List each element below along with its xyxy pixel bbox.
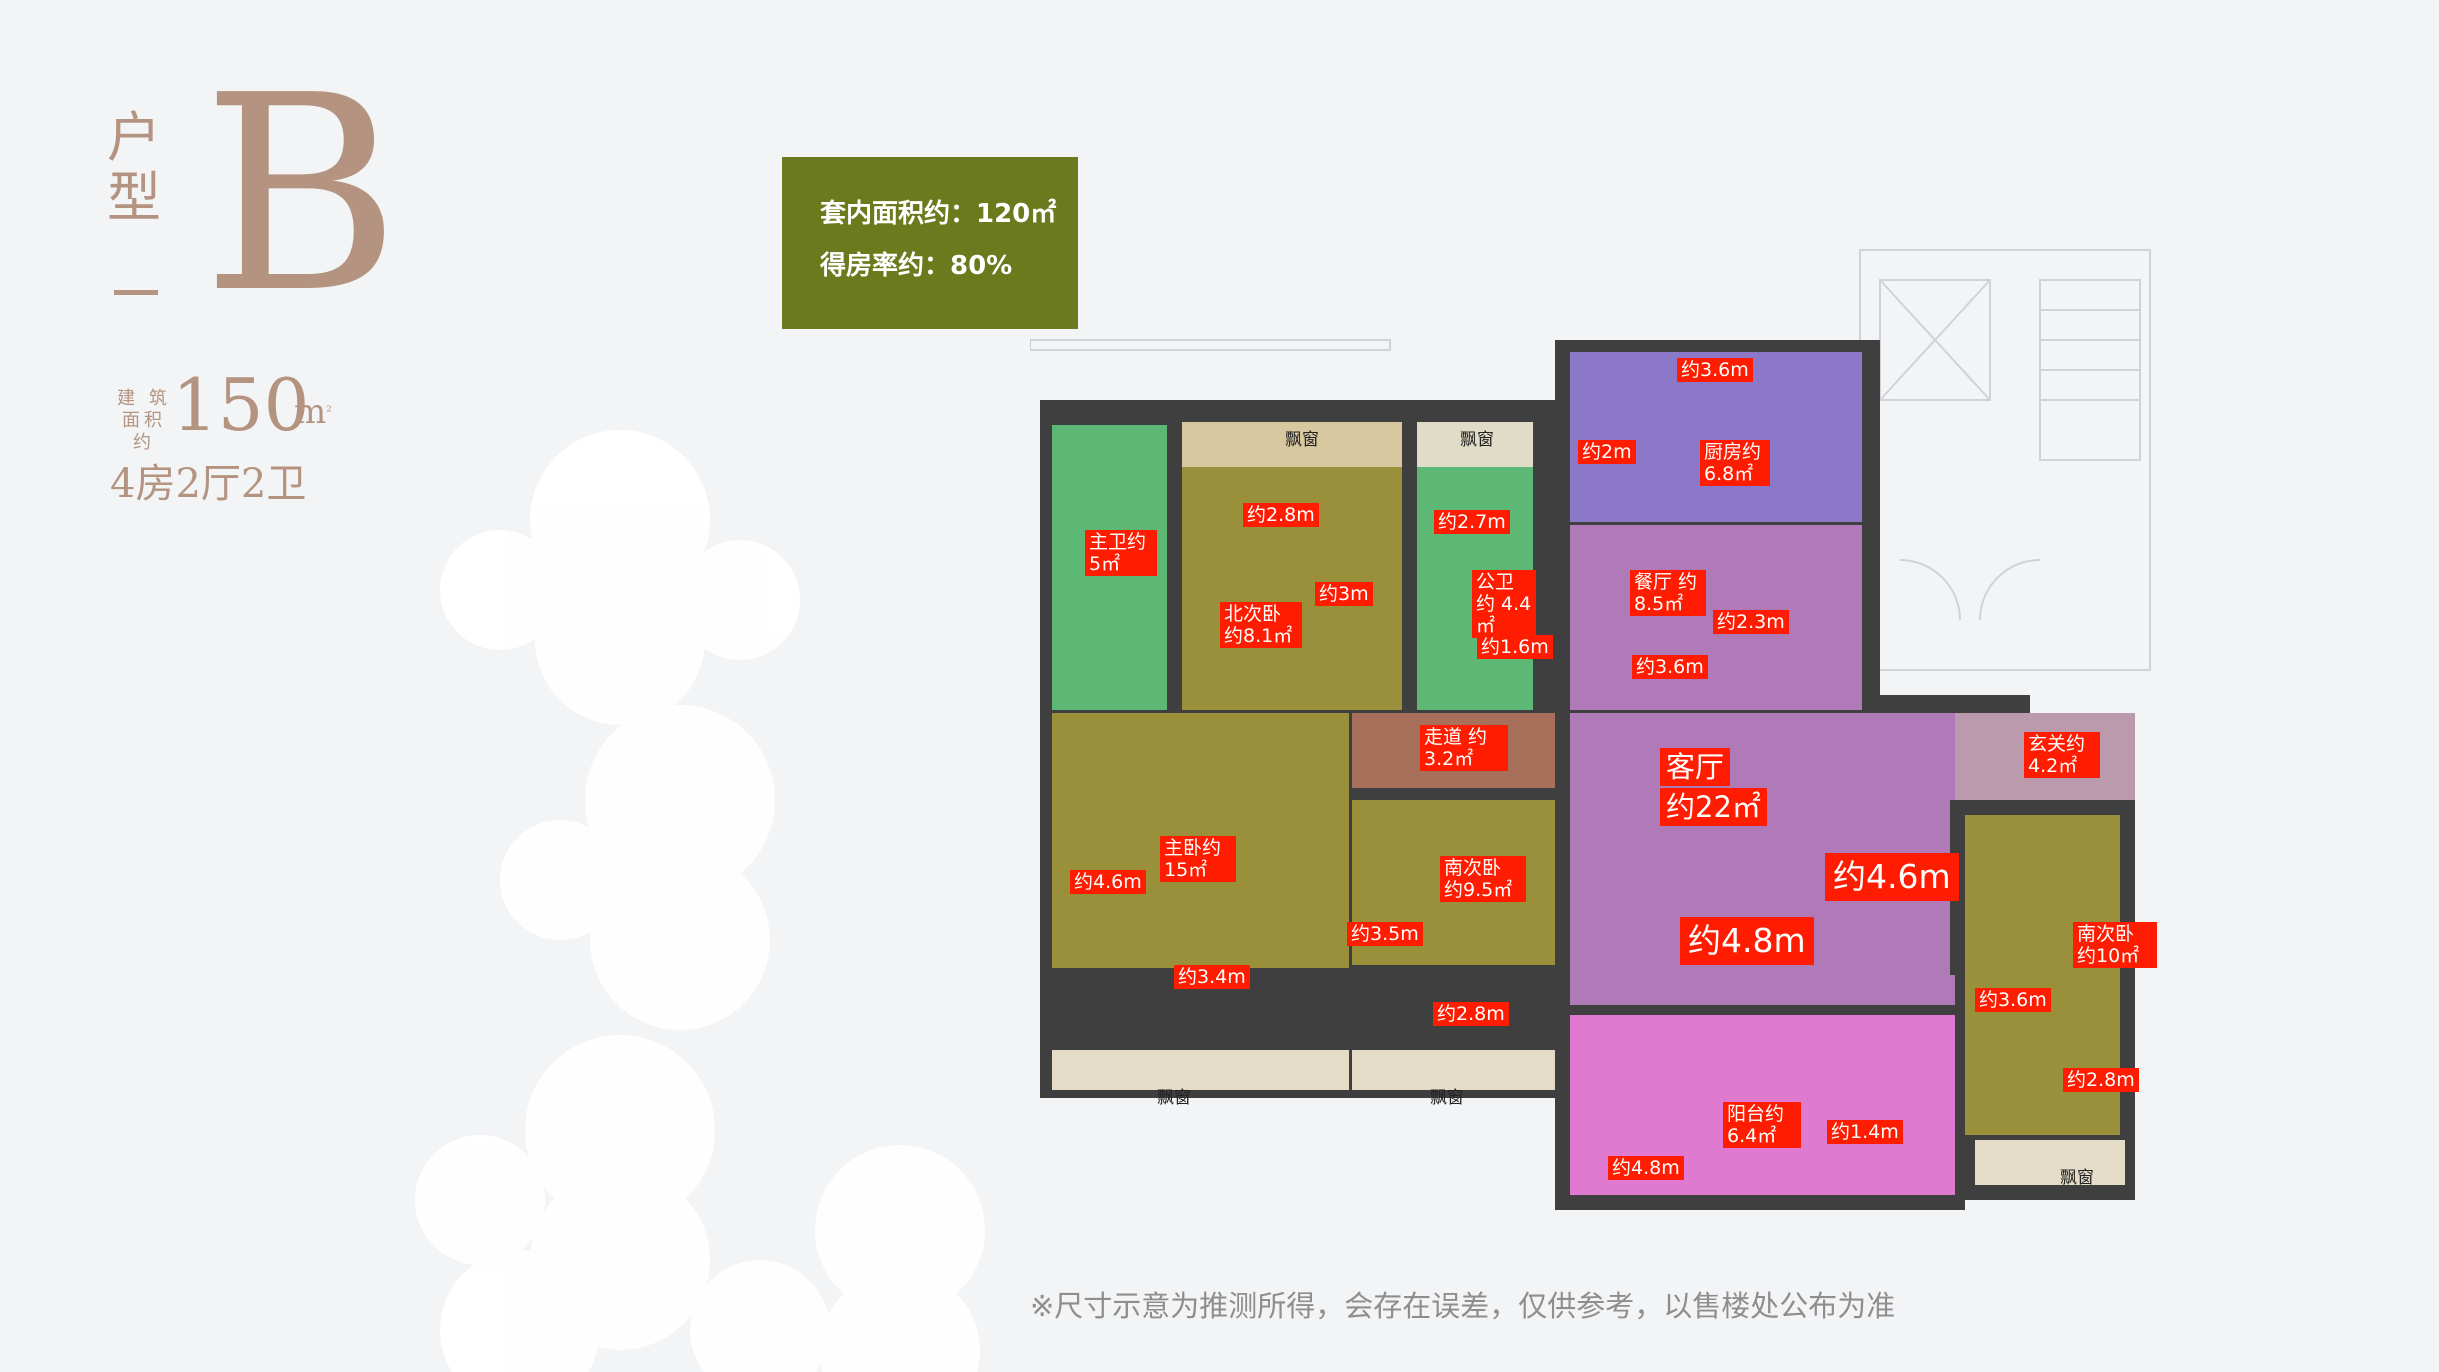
dim-master-height: 约4.6m — [1070, 870, 1146, 894]
label-master-bay: 飘窗 — [1157, 1088, 1191, 1108]
label-living-area: 约22㎡ — [1660, 788, 1767, 826]
floor-plan: 约3.6m 约2m 厨房约 6.8㎡ 餐厅 约8.5㎡ 约2.3m 约3.6m … — [1030, 240, 2330, 1230]
dim-kitchen-width: 约3.6m — [1677, 358, 1753, 382]
label-south2-bay: 飘窗 — [2060, 1168, 2094, 1188]
type-letter: B — [202, 37, 401, 352]
bay-window-2 — [1975, 1140, 2125, 1185]
label-south-bedroom-2: 南次卧 约10㎡ — [2073, 922, 2157, 968]
type-divider — [114, 290, 158, 295]
type-label: 户型 — [107, 106, 161, 229]
dim-balcony-height: 约1.4m — [1827, 1120, 1903, 1144]
efficiency-rate: 得房率约：80% — [820, 251, 1013, 281]
dim-south1-height: 约3.5m — [1347, 922, 1423, 946]
label-foyer: 玄关约 4.2㎡ — [2024, 732, 2100, 778]
dim-north-width: 约2.8m — [1243, 503, 1319, 527]
area-label: 建 筑 面积约 — [117, 388, 171, 453]
area-value: 150 — [172, 363, 310, 447]
label-master-bath: 主卫约 5㎡ — [1085, 530, 1157, 576]
dim-north-height: 约3m — [1315, 582, 1373, 606]
area-info-box: 套内面积约：120㎡ 得房率约：80% — [782, 157, 1078, 329]
label-kitchen: 厨房约 6.8㎡ — [1700, 440, 1770, 486]
label-master-bedroom: 主卧约 15㎡ — [1160, 836, 1236, 882]
inner-area: 套内面积约：120㎡ — [820, 199, 1057, 229]
label-south1-bay: 飘窗 — [1430, 1088, 1464, 1108]
dim-south1-width: 约2.8m — [1433, 1002, 1509, 1026]
dim-living-height: 约4.6m — [1825, 853, 1959, 901]
dim-master-width: 约3.4m — [1174, 965, 1250, 989]
bay-window-0 — [1052, 1050, 1349, 1090]
label-balcony: 阳台约 6.4㎡ — [1723, 1102, 1801, 1148]
bath-window — [1417, 422, 1533, 467]
label-south-bedroom-1: 南次卧 约9.5㎡ — [1440, 856, 1526, 902]
area-unit: m² — [294, 392, 332, 432]
dim-bath-height: 约2.7m — [1434, 510, 1510, 534]
label-north-bedroom: 北次卧 约8.1㎡ — [1220, 602, 1302, 648]
label-living-name: 客厅 — [1660, 748, 1731, 786]
dim-living-width: 约4.8m — [1680, 917, 1814, 965]
north-bay-window — [1182, 422, 1402, 467]
dim-bath-width: 约1.6m — [1477, 635, 1553, 659]
label-north-bay: 飘窗 — [1285, 430, 1319, 450]
dim-dining-width: 约3.6m — [1632, 655, 1708, 679]
disclaimer: ※尺寸示意为推测所得，会存在误差，仅供参考，以售楼处公布为准 — [1030, 1289, 1896, 1323]
dim-balcony-width: 约4.8m — [1608, 1156, 1684, 1180]
dim-south2-height: 约3.6m — [1975, 988, 2051, 1012]
living-fill — [1570, 975, 1955, 1005]
layout-summary: 4房2厅2卫 — [110, 461, 307, 507]
dim-south2-width: 约2.8m — [2063, 1068, 2139, 1092]
label-dining: 餐厅 约8.5㎡ — [1630, 570, 1706, 616]
bay-window-1 — [1352, 1050, 1555, 1090]
label-public-bath: 公卫约 4.4㎡ — [1472, 570, 1536, 638]
dim-kitchen-height: 约2m — [1578, 440, 1636, 464]
dim-dining-height: 约2.3m — [1713, 610, 1789, 634]
label-bath-window: 飘窗 — [1460, 430, 1494, 450]
label-corridor: 走道 约3.2㎡ — [1420, 725, 1508, 771]
